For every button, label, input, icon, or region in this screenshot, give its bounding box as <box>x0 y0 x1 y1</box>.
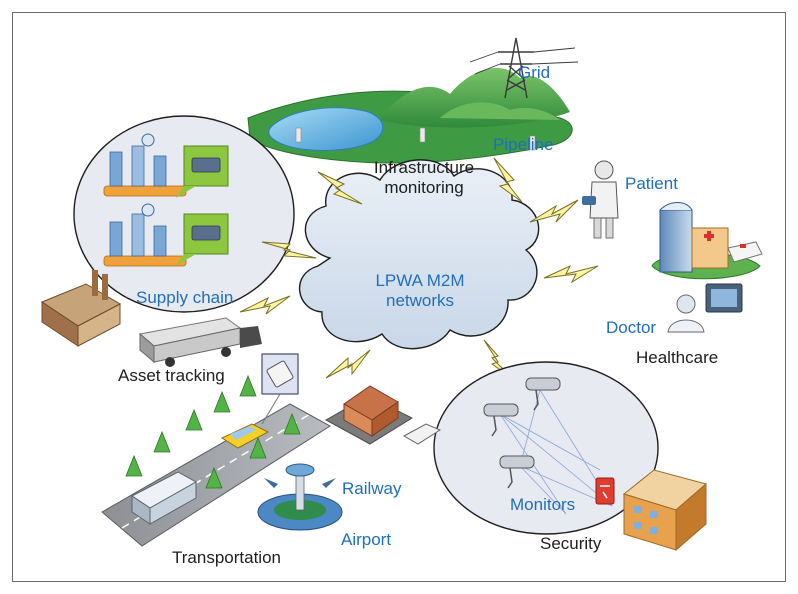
grid-tower-icon <box>469 37 579 99</box>
factory-icon <box>40 270 122 347</box>
tree-icon <box>125 374 301 507</box>
network-cloud <box>299 159 540 350</box>
hospital-building-icon <box>651 202 763 280</box>
doctor-icon <box>667 283 743 333</box>
lightning-bolt-icon <box>239 295 291 315</box>
airport-control-tower-icon <box>257 463 343 531</box>
label-transportation: Transportation <box>172 548 281 567</box>
label-patient: Patient <box>625 174 678 193</box>
label-railway: Railway <box>342 479 402 498</box>
sensor-callout-icon <box>176 145 229 266</box>
label-infrastructure-monitoring: Infrastructure monitoring <box>364 158 484 198</box>
lightning-bolt-icon <box>493 157 523 203</box>
supply-chain-bubble <box>73 115 295 313</box>
label-asset-tracking: Asset tracking <box>118 366 225 385</box>
security-camera-icon <box>483 377 561 489</box>
apartment-building-icon <box>622 469 708 552</box>
label-pipeline: Pipeline <box>493 135 554 154</box>
lightning-bolts <box>239 157 599 379</box>
label-airport: Airport <box>341 530 392 549</box>
security-bubble <box>433 361 659 535</box>
patient-icon <box>582 160 619 239</box>
alarm-icon <box>595 477 615 505</box>
conveyor-machine-icon <box>103 133 187 267</box>
label-healthcare: Healthcare <box>636 348 719 367</box>
railway-station-icon <box>324 385 442 445</box>
cloud-label: LPWA M2M networks <box>362 271 478 311</box>
label-doctor: Doctor <box>606 318 657 337</box>
label-monitors: Monitors <box>510 495 576 514</box>
lightning-bolt-icon <box>317 171 363 205</box>
figure-frame <box>12 12 786 582</box>
label-infrastructure-line1: Infrastructure <box>373 158 475 177</box>
cloud-label-line2: networks <box>385 291 455 310</box>
cloud-label-line1: LPWA M2M <box>375 271 465 290</box>
truck-icon <box>138 317 262 367</box>
transportation-illustration <box>101 353 331 547</box>
lightning-bolt-icon <box>325 349 371 379</box>
label-supply-chain: Supply chain <box>136 288 234 307</box>
label-security: Security <box>540 534 602 553</box>
label-grid: Grid <box>518 63 551 82</box>
lightning-bolt-icon <box>529 199 579 223</box>
infrastructure-illustration <box>247 37 579 164</box>
lightning-bolt-icon <box>543 264 599 284</box>
lightning-bolt-icon <box>261 241 317 259</box>
label-infrastructure-line2: monitoring <box>384 178 464 197</box>
